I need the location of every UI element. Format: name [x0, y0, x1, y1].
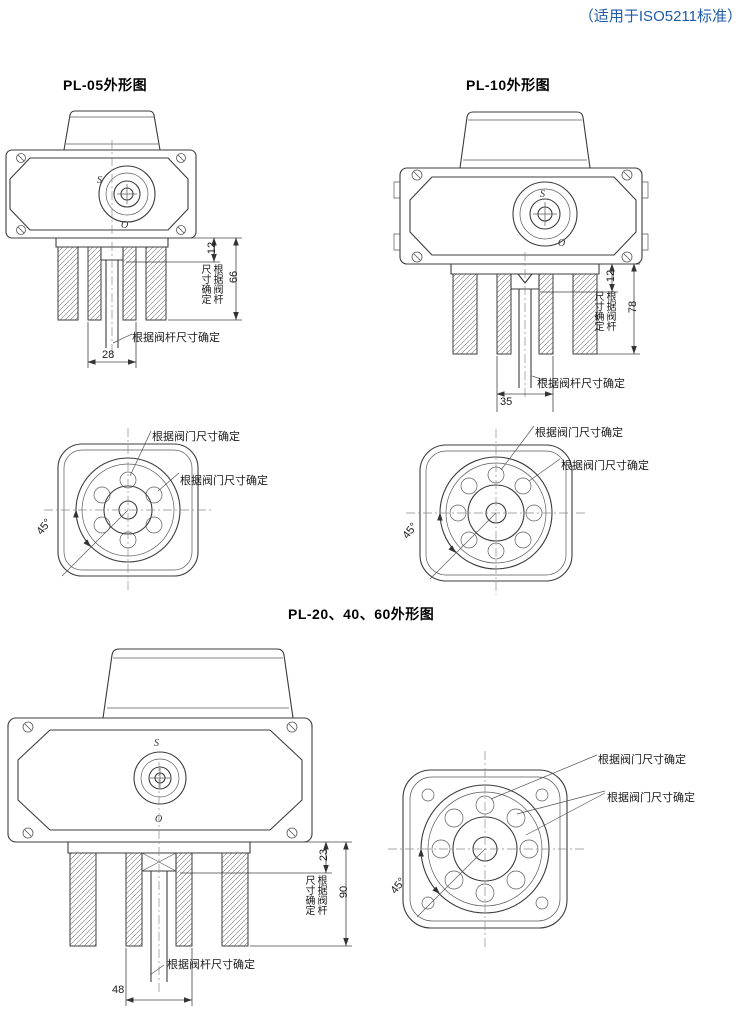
pl10-flange	[406, 429, 586, 595]
pl10-mounting-bracket	[450, 252, 600, 398]
pl05-side-view-drawing: S O	[5, 110, 242, 368]
pl10-s-mark: S	[540, 189, 545, 200]
pl10-cap	[459, 111, 591, 169]
pl20-cap	[102, 648, 294, 719]
pl10-valve-note-1: 根据阀门尺寸确定	[535, 427, 623, 439]
pl10-angle-dimension	[429, 512, 497, 580]
pl20-dimension-lines	[125, 841, 352, 1006]
pl05-valve-note-1: 根据阀门尺寸确定	[152, 431, 240, 443]
pl20-side-view-drawing: S O	[7, 648, 352, 1006]
pl05-corner-screws	[16, 153, 186, 235]
pl05-dim-28: 28	[102, 349, 115, 361]
pl10-stem-note: 根据阀杆尺寸确定	[537, 378, 625, 390]
pl10-dim-78: 78	[627, 300, 640, 314]
pl20-valve-note-1: 根据阀门尺寸确定	[598, 754, 686, 766]
pl05-mounting-bracket	[55, 140, 169, 358]
pl20-valve-leaders	[490, 754, 606, 836]
pl10-o-mark: O	[558, 238, 565, 249]
pl20-o-mark: O	[155, 814, 162, 825]
pl05-stem-note-vertical: 根据阀杆尺寸确定	[199, 264, 222, 304]
pl10-valve-leaders	[500, 425, 561, 482]
pl20-corner-screws	[22, 721, 298, 839]
pl05-valve-note-2: 根据阀门尺寸确定	[180, 475, 268, 487]
pl10-title: PL-10外形图	[466, 77, 551, 93]
pl05-body: S O	[5, 149, 197, 239]
pl10-dim-35: 35	[500, 396, 513, 408]
pl20-dim-23: 23	[318, 848, 331, 862]
pl10-body: S O	[393, 167, 649, 265]
pl05-title: PL-05外形图	[63, 77, 148, 93]
pl05-dim-12: 12	[206, 241, 219, 255]
pl05-o-mark: O	[121, 220, 128, 231]
pl20-mounting-bracket	[67, 762, 251, 992]
pl05-valve-leaders	[129, 430, 180, 492]
pl20-stem-leader	[149, 964, 165, 976]
pl20-title: PL-20、40、60外形图	[288, 606, 435, 622]
pl20-dim-48: 48	[112, 984, 125, 996]
pl20-flange	[388, 751, 584, 947]
pl10-corner-screws	[411, 169, 633, 263]
pl05-bottom-view-drawing	[44, 428, 212, 592]
pl10-valve-note-2: 根据阀门尺寸确定	[561, 460, 649, 472]
pl05-dimension-lines	[87, 237, 242, 368]
iso-standard-note: （适用于ISO5211标准）	[578, 8, 742, 25]
pl20-valve-note-2: 根据阀门尺寸确定	[607, 792, 695, 804]
pl10-dimension-lines	[496, 263, 640, 412]
pl05-angle-dimension	[61, 509, 129, 577]
pl20-stem-note: 根据阀杆尺寸确定	[167, 959, 255, 971]
pl05-stem-leader	[112, 333, 133, 344]
pl05-s-mark: S	[97, 175, 102, 186]
pl20-s-mark: S	[154, 738, 159, 749]
pl10-dim-12: 12	[605, 269, 618, 283]
pl10-side-view-drawing: S O	[393, 111, 649, 412]
pl20-bottom-view-drawing	[388, 751, 606, 947]
pl10-stem-note-vertical: 根据阀杆尺寸确定	[592, 291, 615, 331]
pl20-dim-90: 90	[338, 885, 351, 899]
pl20-angle-dimension	[416, 848, 486, 918]
pl20-stem-note-vertical: 根据阀杆尺寸确定	[303, 875, 326, 915]
pl10-bottom-view-drawing	[406, 425, 586, 595]
pl05-dim-66: 66	[228, 270, 241, 284]
pl05-stem-note: 根据阀杆尺寸确定	[132, 332, 220, 344]
pl20-body: S O	[7, 717, 313, 843]
pl10-stem-leader	[531, 375, 548, 382]
